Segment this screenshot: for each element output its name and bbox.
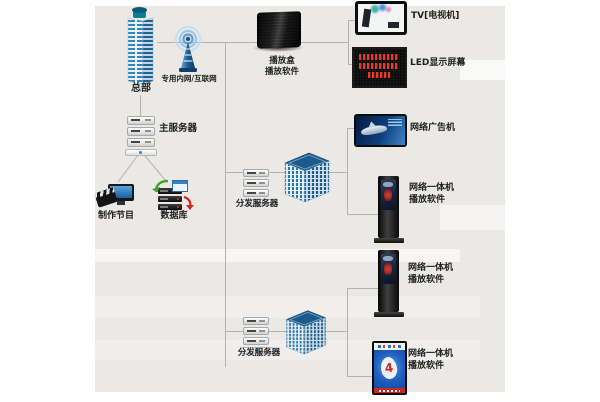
kiosk-2-label-line2: 播放软件 xyxy=(408,275,445,285)
connector-bracket2-vertical xyxy=(347,128,348,215)
playbox-label-line2: 播放软件 xyxy=(264,67,299,77)
hq-label: 总部 xyxy=(131,83,151,94)
connector-bracket1-vertical xyxy=(348,20,349,65)
connector-stub-adplayer xyxy=(347,128,356,129)
led-label: LED显示屏幕 xyxy=(410,58,466,68)
kiosk-1-label-line2: 播放软件 xyxy=(409,195,446,205)
kiosk-2-label: 网络一体机 播放软件 xyxy=(408,262,453,286)
connector-bottom-horizontal xyxy=(225,331,347,332)
ad-display-icon xyxy=(354,114,407,147)
distribution-server-2-icon xyxy=(241,317,273,354)
panel-label: 网络一体机 播放软件 xyxy=(408,348,453,372)
kiosk-1-label-line1: 网络一体机 xyxy=(409,183,455,193)
kiosk-2-label-line1: 网络一体机 xyxy=(408,263,454,273)
red-arrow-icon xyxy=(183,196,194,210)
connector-stub-panel xyxy=(347,376,374,377)
led-panel-icon xyxy=(352,47,407,88)
wireless-antenna-icon xyxy=(174,25,202,72)
tv-screen-icon xyxy=(355,1,407,35)
database-label: 数据库 xyxy=(160,211,188,221)
office-building-2-icon xyxy=(285,310,327,355)
playbox-label-line1: 播放盒 xyxy=(269,56,295,66)
office-building-1-icon xyxy=(284,152,330,203)
connector-trunk-vertical xyxy=(225,42,226,367)
ad-player-label: 网络广告机 xyxy=(410,123,456,133)
network-label: 专用内网/互联网 xyxy=(161,74,217,83)
bg-band xyxy=(460,60,505,80)
poster-display-icon: 4 xyxy=(372,341,407,395)
connector-stub-led xyxy=(348,64,355,65)
production-label: 制作节目 xyxy=(97,211,134,221)
panel-label-line1: 网络一体机 xyxy=(408,349,454,359)
bg-band xyxy=(95,249,460,262)
connector-stub-kiosk2 xyxy=(347,288,380,289)
distribution-server-2-label: 分发服务器 xyxy=(237,348,281,358)
distribution-server-1-icon xyxy=(241,169,273,206)
green-arrow-icon xyxy=(152,179,169,192)
connector-top-horizontal xyxy=(157,42,348,43)
bg-band xyxy=(440,205,505,230)
server-stack-icon xyxy=(125,116,157,156)
panel-label-line2: 播放软件 xyxy=(408,361,445,371)
poster-number: 4 xyxy=(383,360,395,376)
distribution-server-1-label: 分发服务器 xyxy=(235,199,279,209)
connector-hq-to-mainserver xyxy=(140,95,141,118)
connector-stub-tv xyxy=(348,20,357,21)
connector-mainserver-branches xyxy=(117,150,167,183)
playbox-label: 播放盒 播放软件 xyxy=(254,56,310,78)
tv-label: TV[电视机] xyxy=(411,11,460,21)
kiosk-1-label: 网络一体机 播放软件 xyxy=(409,182,454,206)
connector-bracket3-vertical xyxy=(347,288,348,377)
hq-building-icon xyxy=(127,7,154,85)
connector-stub-kiosk1 xyxy=(347,214,380,215)
main-server-label: 主服务器 xyxy=(159,123,198,134)
